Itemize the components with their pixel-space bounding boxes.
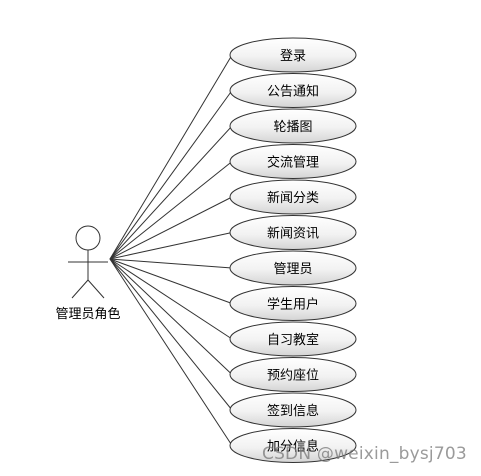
use-case-ellipse [229, 215, 357, 250]
association-line [109, 90, 233, 260]
use-case-label: 新闻分类 [267, 190, 319, 206]
use-case-5: 新闻分类 [229, 179, 357, 215]
use-case-ellipse [229, 321, 357, 357]
use-case-label: 轮播图 [273, 120, 312, 135]
use-case-label: 预约座位 [267, 369, 319, 384]
use-case-label: 签到信息 [267, 403, 319, 419]
association-line [109, 54, 233, 260]
association-lines [109, 54, 233, 446]
association-line [109, 258, 233, 340]
association-line [109, 258, 233, 411]
use-case-ellipse [229, 37, 357, 73]
use-case-label: 加分信息 [267, 439, 319, 455]
use-case-label: 交流管理 [267, 155, 319, 171]
use-case-10: 预约座位 [229, 357, 357, 392]
use-case-ellipse [229, 286, 357, 321]
use-case-ellipse [229, 357, 357, 392]
use-case-ellipse [229, 428, 357, 463]
association-line [109, 232, 233, 260]
association-line [109, 196, 233, 260]
use-case-8: 学生用户 [229, 286, 357, 321]
use-case-label: 登录 [280, 49, 306, 64]
use-case-label: 学生用户 [267, 297, 319, 313]
stick-figure-icon [68, 225, 108, 299]
use-case-12: 加分信息 [229, 428, 357, 463]
association-line [109, 258, 233, 269]
use-case-ellipse [229, 108, 357, 144]
use-case-1: 登录 [229, 37, 357, 73]
use-case-label: 新闻资讯 [267, 226, 319, 242]
association-line [109, 125, 233, 260]
association-line [109, 258, 233, 375]
use-case-4: 交流管理 [229, 144, 357, 179]
actor-label: 管理员角色 [55, 306, 120, 322]
association-line [109, 258, 233, 304]
use-case-ellipse [229, 250, 357, 286]
association-line [109, 161, 233, 260]
actor: 管理员角色 [55, 225, 121, 322]
use-case-ellipse [229, 179, 357, 215]
use-case-list: 登录公告通知轮播图交流管理新闻分类新闻资讯管理员学生用户自习教室预约座位签到信息… [229, 37, 357, 463]
use-case-ellipse [229, 73, 357, 108]
use-case-7: 管理员 [229, 250, 357, 286]
use-case-label: 公告通知 [267, 84, 319, 100]
use-case-ellipse [229, 144, 357, 179]
association-line [109, 258, 233, 446]
watermark: CSDN @weixin_bysj703 [262, 444, 467, 464]
use-case-6: 新闻资讯 [229, 215, 357, 250]
use-case-2: 公告通知 [229, 73, 357, 108]
use-case-ellipse [229, 392, 357, 428]
use-case-9: 自习教室 [229, 321, 357, 357]
use-case-label: 自习教室 [267, 332, 319, 348]
use-case-3: 轮播图 [229, 108, 357, 144]
use-case-11: 签到信息 [229, 392, 357, 428]
use-case-label: 管理员 [273, 262, 312, 277]
